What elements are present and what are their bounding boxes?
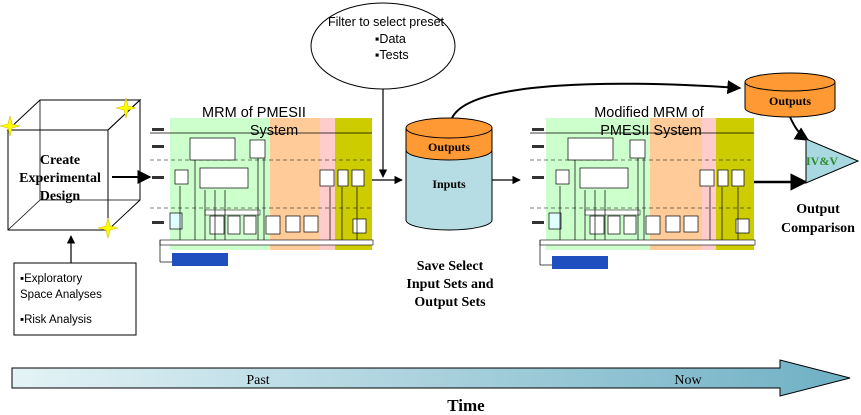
mrm-right-title-line1: Modified MRM of bbox=[594, 105, 705, 121]
timeline-arrow bbox=[11, 359, 851, 397]
experimental-design-line3: Design bbox=[40, 189, 81, 204]
filter-item-tests: ▪Tests bbox=[375, 48, 409, 62]
save-select-line1: Save Select bbox=[417, 259, 484, 274]
database-to-outputs-curve bbox=[451, 80, 742, 119]
exploratory-line1: ▪Exploratory bbox=[20, 273, 82, 285]
analyses-box: ▪Exploratory Space Analyses ▪Risk Analys… bbox=[13, 262, 137, 336]
save-select-line2: Input Sets and bbox=[406, 277, 493, 292]
mrm-left-panel bbox=[150, 118, 374, 266]
mrm-right-title-line2: PMESII System bbox=[600, 123, 702, 139]
timeline-caption: Time bbox=[447, 396, 485, 415]
star-icon bbox=[115, 97, 137, 119]
filter-title: Filter to select preset bbox=[328, 15, 445, 29]
star-icon bbox=[97, 217, 119, 239]
experimental-design-line1: Create bbox=[40, 153, 80, 168]
sparkle-icons bbox=[0, 97, 137, 239]
outputs-to-ivv-arrow bbox=[789, 116, 810, 141]
timeline-past: Past bbox=[246, 373, 269, 388]
filter-callout: Filter to select preset ▪Data ▪Tests bbox=[310, 2, 456, 90]
database-inputs-label: Inputs bbox=[432, 177, 466, 191]
output-comparison-line2: Comparison bbox=[781, 221, 855, 236]
mrm-left-title-line2: System bbox=[250, 123, 298, 139]
experimental-design-cube: Create Experimental Design bbox=[6, 98, 142, 232]
mrm-right-panel bbox=[530, 118, 756, 269]
outputs-cylinder-label: Outputs bbox=[769, 94, 811, 108]
ivv-triangle bbox=[805, 138, 860, 184]
star-icon bbox=[0, 115, 21, 137]
output-comparison-line1: Output bbox=[796, 202, 840, 217]
ivv-label: IV&V bbox=[806, 154, 838, 168]
database-cylinder bbox=[405, 117, 493, 231]
outputs-cylinder bbox=[744, 72, 836, 118]
mrm-left-title-line1: MRM of PMESII bbox=[202, 105, 306, 121]
timeline-now: Now bbox=[674, 373, 702, 388]
experimental-design-line2: Experimental bbox=[19, 171, 101, 186]
database-outputs-label: Outputs bbox=[428, 140, 470, 154]
risk-analysis: ▪Risk Analysis bbox=[20, 314, 92, 326]
filter-item-data: ▪Data bbox=[375, 32, 406, 46]
save-select-line3: Output Sets bbox=[414, 295, 486, 310]
exploratory-line2: Space Analyses bbox=[20, 289, 102, 301]
